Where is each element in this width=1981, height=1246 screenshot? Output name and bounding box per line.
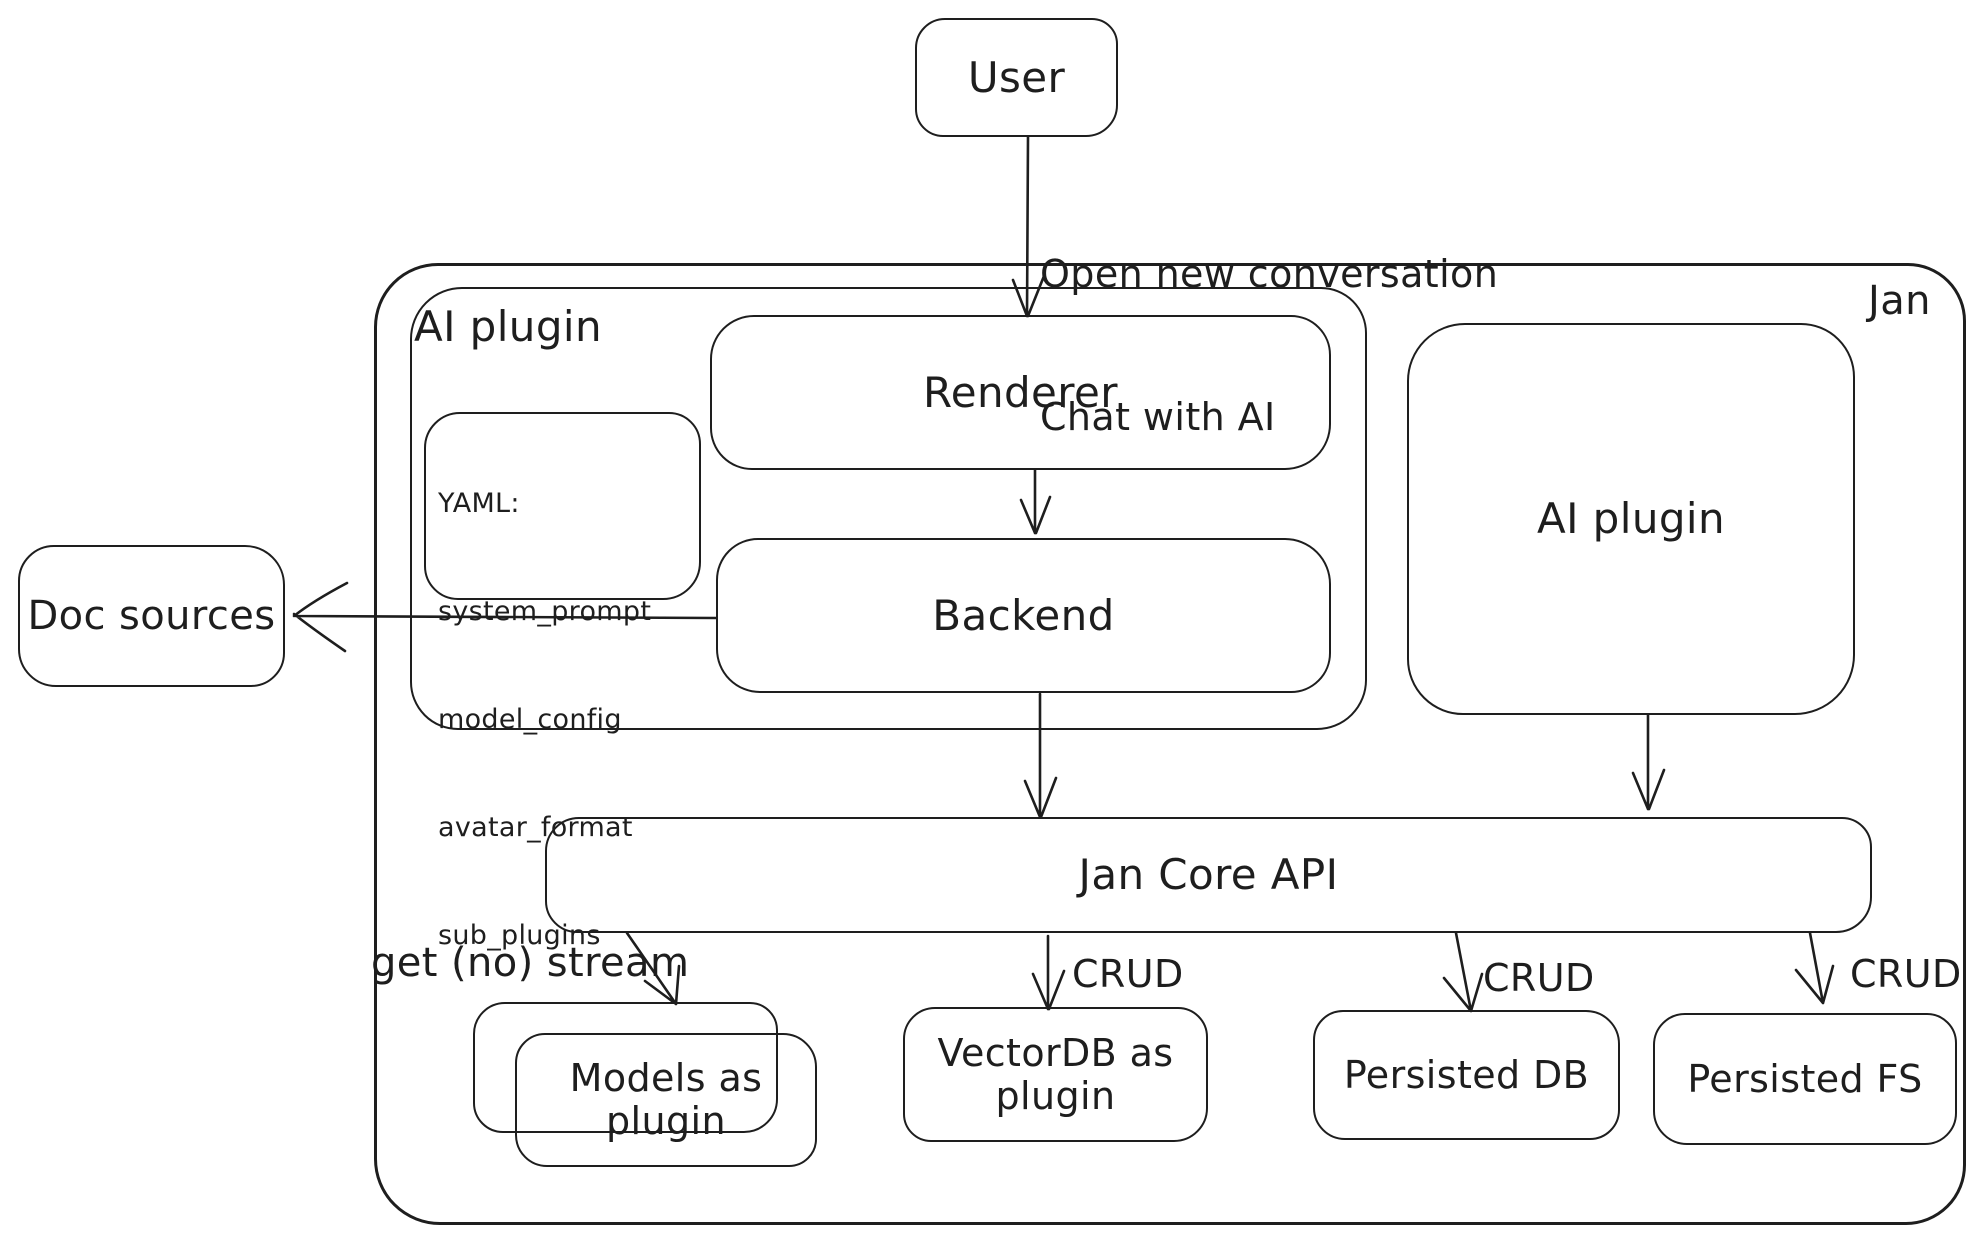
get-no-stream-edge-label: get (no) stream [371, 940, 690, 986]
persisted-db-label: Persisted DB [1343, 1052, 1590, 1097]
jan-core-api-node: Jan Core API [545, 817, 1872, 933]
ai-plugin-right-label: AI plugin [1537, 494, 1725, 544]
backend-node: Backend [716, 538, 1331, 693]
backend-node-label: Backend [932, 590, 1115, 640]
models-plugin-label: Models as plugin [569, 1056, 763, 1143]
renderer-node: Renderer [710, 315, 1331, 470]
user-flow-edge-line2: Chat with AI [1040, 394, 1276, 439]
crud-vectordb-edge-label: CRUD [1072, 952, 1184, 996]
models-plugin-node: Models as plugin [515, 1033, 817, 1167]
yaml-line: YAML: [438, 488, 520, 519]
crud-persisted-db-edge-label: CRUD [1483, 956, 1595, 1000]
yaml-note-text: YAML: system_prompt model_config avatar_… [438, 414, 651, 1026]
renderer-node-label: Renderer [923, 367, 1118, 417]
arrow-jancore-to-vectordb [1031, 934, 1066, 1011]
doc-sources-label: Doc sources [27, 592, 276, 639]
yaml-note-box [424, 412, 701, 600]
arrow-renderer-to-backend [1019, 468, 1052, 535]
yaml-line: system_prompt [438, 596, 652, 627]
crud-persisted-fs-edge-label: CRUD [1850, 952, 1962, 996]
user-node-label: User [967, 52, 1066, 102]
ai-plugin-right-node: AI plugin [1407, 323, 1855, 715]
persisted-db-node: Persisted DB [1313, 1010, 1620, 1140]
yaml-line: model_config [438, 704, 622, 735]
vectordb-plugin-label: VectorDB as plugin [937, 1030, 1174, 1118]
arrow-jancore-to-persistedfs [1794, 931, 1835, 1005]
arrow-jancore-to-persisteddb [1442, 931, 1484, 1013]
arrow-user-to-renderer [1011, 135, 1046, 318]
arrow-backend-to-jancore [1023, 692, 1058, 819]
vectordb-plugin-node: VectorDB as plugin [903, 1007, 1208, 1142]
persisted-fs-node: Persisted FS [1653, 1013, 1957, 1145]
ai-plugin-container-label: AI plugin [414, 302, 602, 351]
ai-plugin-container [410, 287, 1367, 730]
arrow-jancore-to-models [625, 931, 681, 1006]
arrow-aiplugin-to-jancore [1631, 713, 1666, 811]
arrow-backend-to-docsources [292, 581, 718, 653]
doc-sources-node: Doc sources [18, 545, 285, 687]
jan-core-api-label: Jan Core API [1078, 850, 1339, 900]
jan-system-label: Jan [1868, 278, 1931, 324]
jan-system-box [374, 263, 1966, 1225]
user-node: User [915, 18, 1118, 137]
persisted-fs-label: Persisted FS [1687, 1056, 1923, 1101]
models-plugin-outer-box [473, 1002, 778, 1133]
